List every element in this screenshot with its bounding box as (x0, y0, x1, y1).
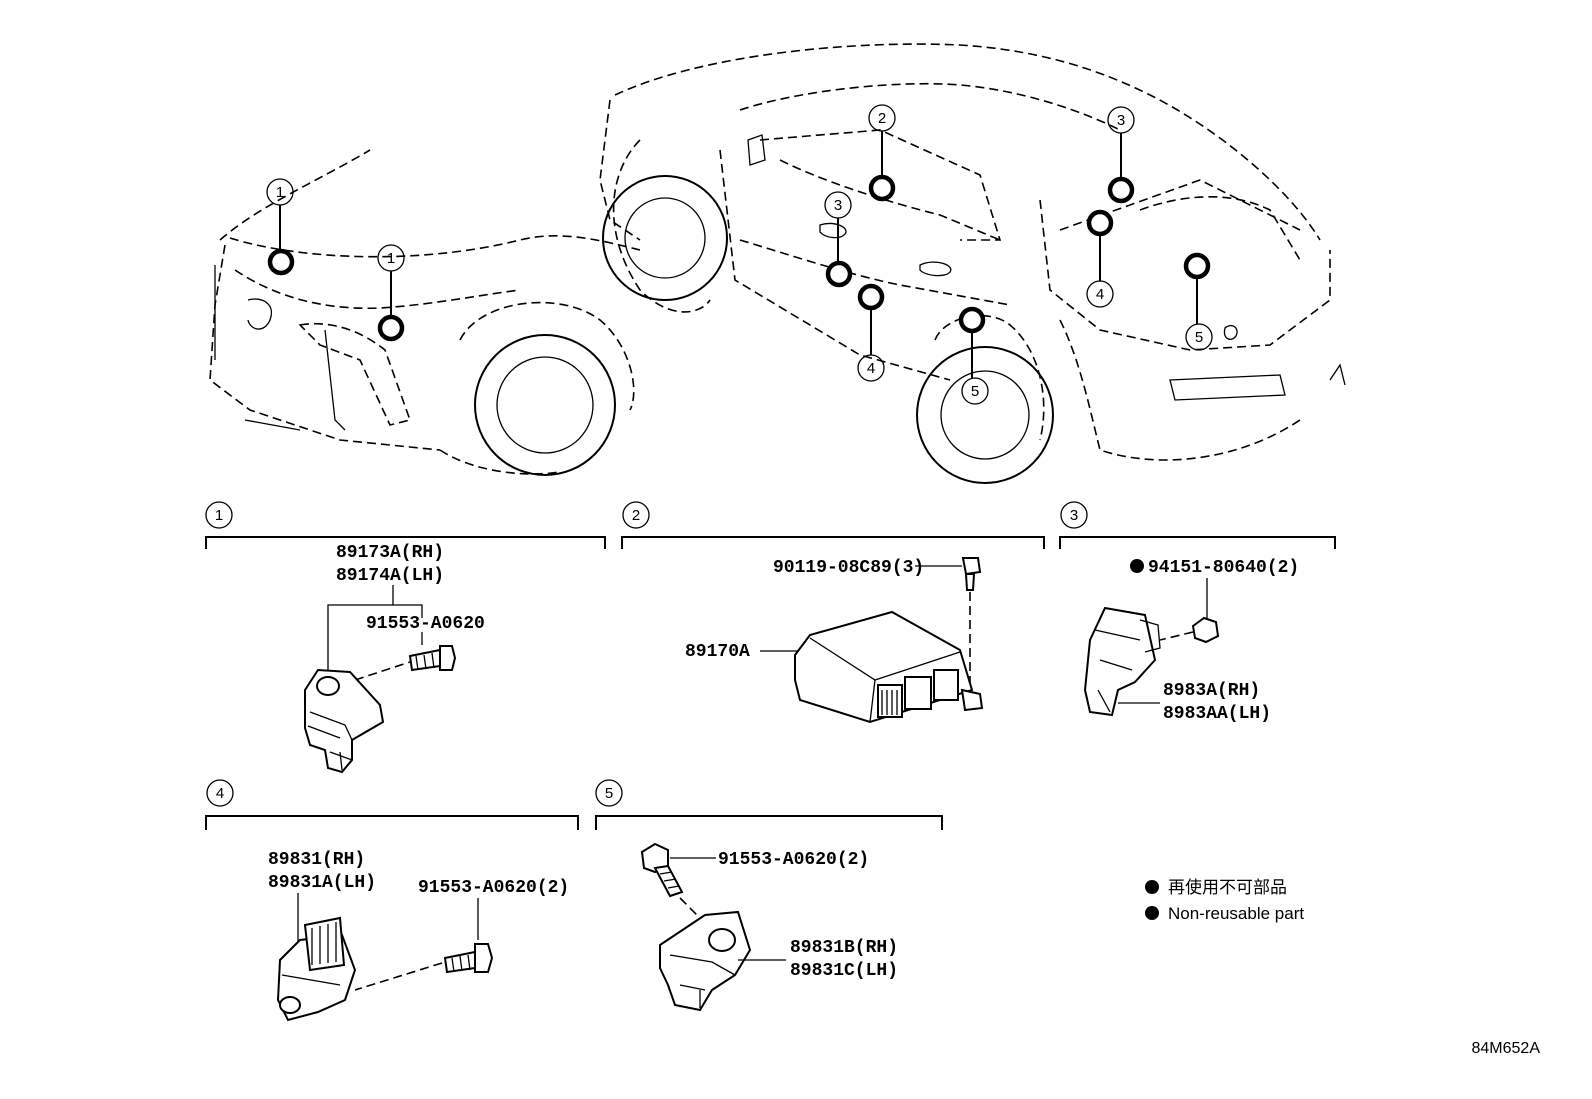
part-number: 89831A(LH) (268, 873, 376, 893)
part-number: 91553-A0620 (366, 614, 485, 634)
part-number: 90119-08C89(3) (773, 558, 924, 578)
car-callout-number: 5 (1195, 329, 1203, 346)
legend-japanese: 再使用不可部品 (1168, 877, 1287, 897)
car-callouts: 1 1 2 3 3 4 4 5 5 (266, 104, 1213, 405)
group-number: 5 (605, 785, 613, 802)
group-number: 2 (632, 507, 640, 524)
car-callout-number: 4 (867, 360, 875, 377)
part-number: 89831(RH) (268, 850, 365, 870)
part-number: 94151-80640(2) (1148, 558, 1299, 578)
nut-shape (1191, 616, 1220, 644)
car-callout-number: 1 (276, 184, 284, 201)
sensor-location-marker (857, 283, 885, 311)
part-number: 91553-A0620(2) (718, 850, 869, 870)
car-callout-number: 5 (971, 383, 979, 400)
group-1-front-impact-sensor: 1 89173A(RH) 89174A(LH) 91553-A0620 (205, 501, 606, 774)
sensor-location-marker (1107, 176, 1135, 204)
part-number: 89831C(LH) (790, 961, 898, 981)
car-callout-number: 3 (834, 197, 842, 214)
diagram-code: 84M652A (1472, 1040, 1541, 1057)
sensor-location-marker (825, 260, 853, 288)
sensor-location-marker (377, 314, 405, 342)
group-2-airbag-control-unit: 2 90119-08C89(3) 89170A (621, 501, 1045, 724)
car-callout-number: 4 (1096, 286, 1104, 303)
part-number: 8983AA(LH) (1163, 704, 1271, 724)
car-callout-number: 1 (387, 250, 395, 267)
legend-bullet (1145, 880, 1159, 894)
screw-shape (961, 557, 982, 576)
group-4-side-impact-sensor: 4 89831(RH) 89831A(LH) 91553-A0620(2) (205, 779, 579, 1022)
front-vehicle-illustration (209, 149, 641, 476)
car-callout-number: 2 (878, 110, 886, 127)
group-number: 1 (215, 507, 223, 524)
legend-bullet (1145, 906, 1159, 920)
part-number: 8983A(RH) (1163, 681, 1260, 701)
part-number: 89174A(LH) (336, 566, 444, 586)
sensor-location-marker (267, 248, 295, 276)
non-reusable-marker (1130, 559, 1144, 573)
rear-vehicle-illustration (599, 43, 1346, 484)
legend-english: Non-reusable part (1168, 904, 1304, 923)
legend: 再使用不可部品 Non-reusable part (1145, 877, 1304, 923)
sensor-shape (1083, 606, 1157, 717)
car-callout-number: 3 (1117, 112, 1125, 129)
sensor-location-marker (1183, 252, 1211, 280)
group-number: 4 (216, 785, 224, 802)
group-number: 3 (1070, 507, 1078, 524)
part-number: 91553-A0620(2) (418, 878, 569, 898)
group-5-rear-impact-sensor: 5 91553-A0620(2) 89831B(RH) 89831C(LH) (595, 779, 943, 1012)
sensor-location-marker (868, 174, 896, 202)
part-number: 89170A (685, 642, 750, 662)
part-number: 89831B(RH) (790, 938, 898, 958)
sensor-location-marker (1086, 209, 1114, 237)
sensor-location-marker (958, 306, 986, 334)
group-3-side-impact-sensor: 3 94151-80640(2) 8983A(RH) 8983AA(LH) (1059, 501, 1336, 724)
part-number: 89173A(RH) (336, 543, 444, 563)
